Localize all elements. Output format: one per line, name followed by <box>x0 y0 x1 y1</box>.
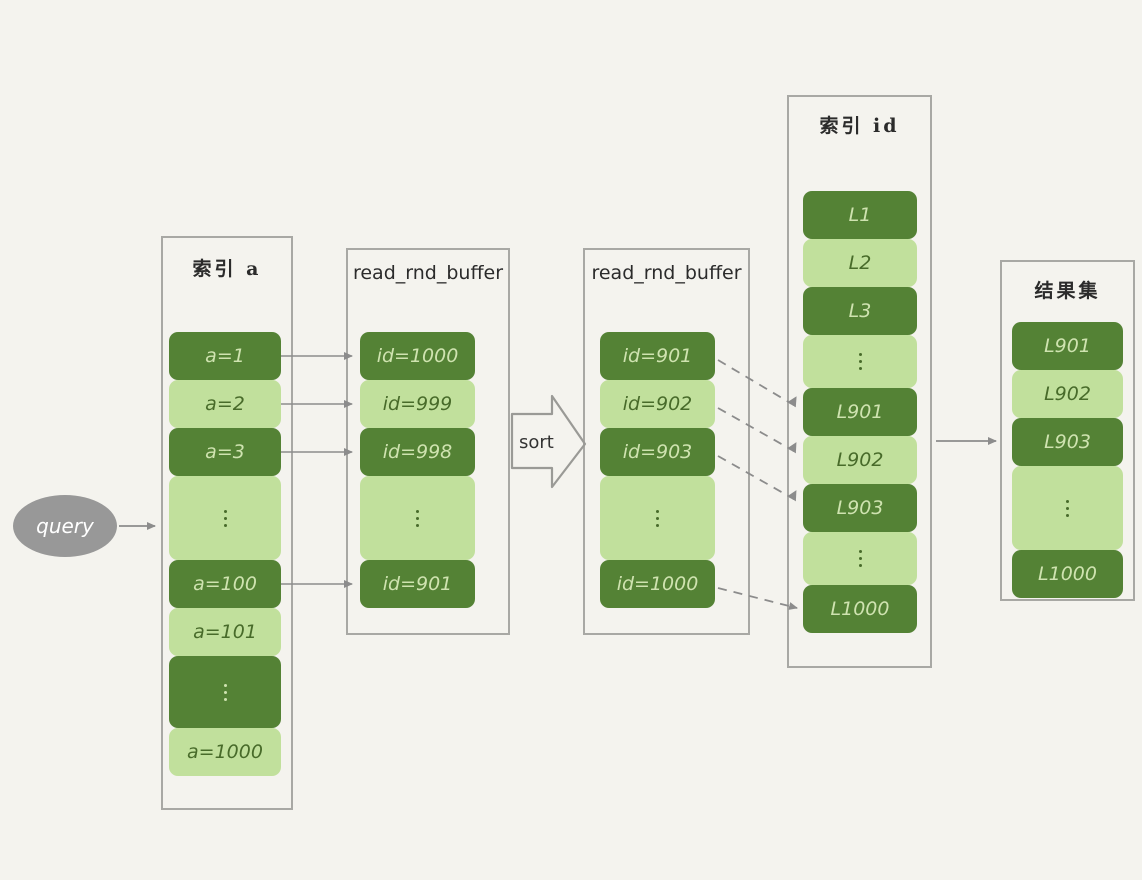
cell-label: L2 <box>848 252 872 274</box>
cell-index-a-1: a=2 <box>169 380 281 428</box>
cell-index-a-3 <box>169 476 281 560</box>
cell-label: L903 <box>1044 431 1091 453</box>
cell-label: id=1000 <box>616 573 699 595</box>
cell-index-id-7 <box>803 532 917 585</box>
cell-index-id-4: L901 <box>803 388 917 436</box>
cell-rrb1-0: id=1000 <box>360 332 475 380</box>
cell-result-0: L901 <box>1012 322 1123 370</box>
cell-result-4: L1000 <box>1012 550 1123 598</box>
cell-result-1: L902 <box>1012 370 1123 418</box>
cell-rrb1-4: id=901 <box>360 560 475 608</box>
query-label: query <box>36 514 94 538</box>
vertical-ellipsis-icon <box>858 550 862 567</box>
cell-label: L902 <box>1044 383 1091 405</box>
cell-index-a-0: a=1 <box>169 332 281 380</box>
panel-title-result-set: 结果集 <box>1034 280 1101 302</box>
cell-index-a-2: a=3 <box>169 428 281 476</box>
panel-title-read-rnd-buffer-2: read_rnd_buffer <box>591 262 742 284</box>
cell-rrb2-0: id=901 <box>600 332 715 380</box>
cell-label: id=901 <box>622 345 693 367</box>
vertical-ellipsis-icon <box>416 509 419 527</box>
panel-title-read-rnd-buffer-1: read_rnd_buffer <box>352 262 504 284</box>
cell-label: L1000 <box>1038 563 1097 585</box>
panel-title-index-a: 索引 a <box>192 258 262 280</box>
cell-label: L902 <box>836 449 884 471</box>
cell-index-a-4: a=100 <box>169 560 281 608</box>
vertical-ellipsis-icon <box>223 509 227 527</box>
cell-index-a-7: a=1000 <box>169 728 281 776</box>
sort-arrow-label: sort <box>519 432 554 453</box>
cell-rrb2-3 <box>600 476 715 560</box>
panel-title-index-id: 索引 id <box>819 115 900 137</box>
cell-label: id=903 <box>622 441 693 463</box>
cell-label: a=101 <box>193 621 257 643</box>
cell-label: L3 <box>848 300 872 322</box>
cell-rrb1-3 <box>360 476 475 560</box>
cell-label: id=998 <box>382 441 453 463</box>
cell-label: a=3 <box>205 441 245 463</box>
cell-index-id-2: L3 <box>803 287 917 335</box>
cell-label: id=901 <box>382 573 453 595</box>
cell-label: a=100 <box>193 573 257 595</box>
cell-result-3 <box>1012 466 1123 550</box>
cell-index-id-5: L902 <box>803 436 917 484</box>
cell-index-a-5: a=101 <box>169 608 281 656</box>
cell-label: a=2 <box>205 393 245 415</box>
vertical-ellipsis-icon <box>858 353 862 370</box>
cell-label: L901 <box>1044 335 1091 357</box>
cell-label: L901 <box>836 401 884 423</box>
vertical-ellipsis-icon <box>656 509 659 527</box>
cell-rrb2-2: id=903 <box>600 428 715 476</box>
cell-result-2: L903 <box>1012 418 1123 466</box>
vertical-ellipsis-icon <box>223 683 227 701</box>
cell-index-id-8: L1000 <box>803 585 917 633</box>
cell-label: id=999 <box>382 393 453 415</box>
cell-rrb1-2: id=998 <box>360 428 475 476</box>
cell-rrb2-4: id=1000 <box>600 560 715 608</box>
cell-label: id=1000 <box>376 345 459 367</box>
cell-label: a=1000 <box>187 741 263 763</box>
cell-label: a=1 <box>205 345 245 367</box>
cell-label: L1 <box>848 204 872 226</box>
cell-index-id-1: L2 <box>803 239 917 287</box>
cell-label: id=902 <box>622 393 693 415</box>
vertical-ellipsis-icon <box>1066 499 1069 517</box>
cell-label: L1000 <box>830 598 890 620</box>
cell-index-id-6: L903 <box>803 484 917 532</box>
cell-index-a-6 <box>169 656 281 728</box>
query-node: query <box>13 495 117 557</box>
cell-index-id-3 <box>803 335 917 388</box>
cell-rrb1-1: id=999 <box>360 380 475 428</box>
cell-rrb2-1: id=902 <box>600 380 715 428</box>
cell-label: L903 <box>836 497 884 519</box>
cell-index-id-0: L1 <box>803 191 917 239</box>
